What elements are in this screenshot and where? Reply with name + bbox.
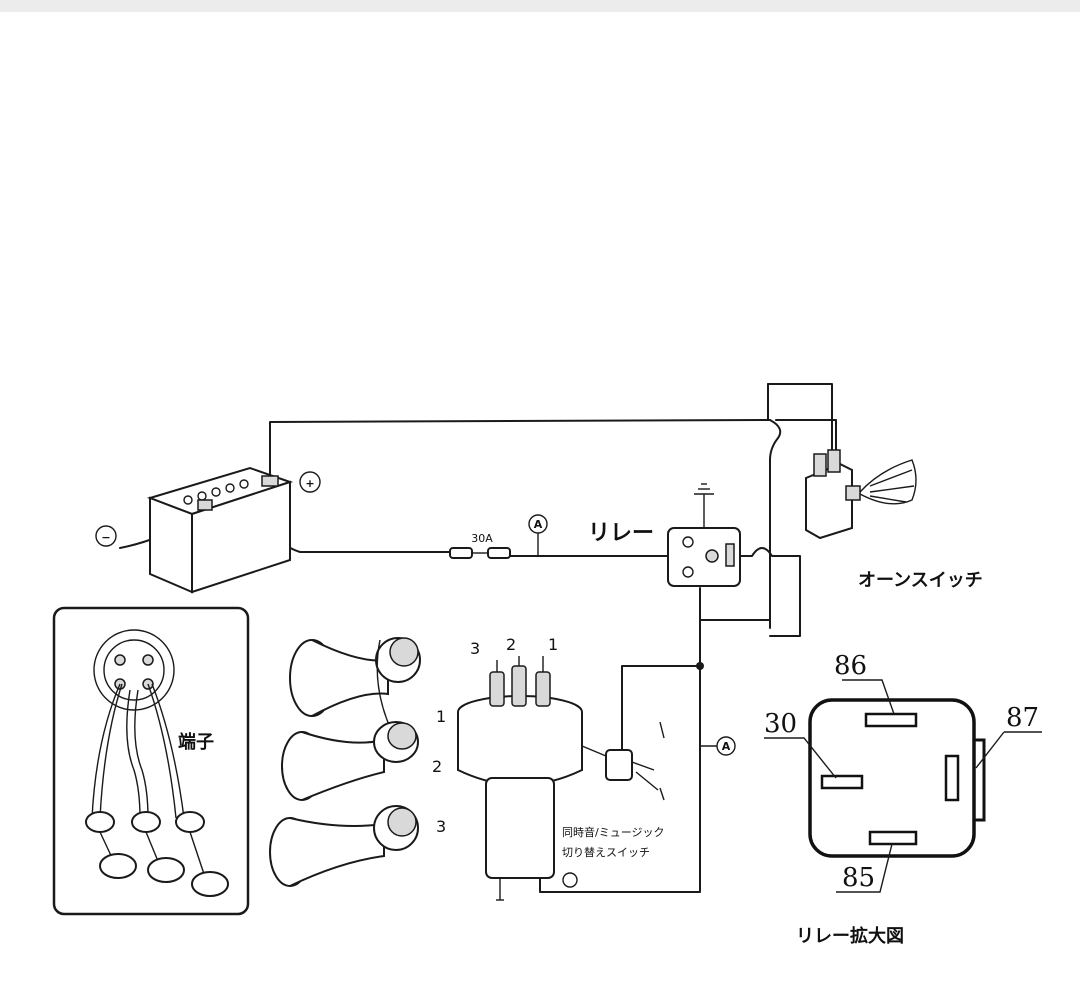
relay-pin-85-label: 85	[842, 863, 875, 893]
battery	[146, 466, 294, 594]
ammeter-icon-right: A	[700, 736, 736, 756]
selector-switch-label-1: 同時音/ミュージック	[562, 825, 665, 839]
svg-text:A: A	[534, 518, 543, 531]
air-compressor	[457, 656, 583, 901]
pin-30-blade	[820, 774, 864, 790]
wire-main-down	[539, 619, 701, 893]
selector-switch-label-2: 切り替えスイッチ	[562, 845, 650, 859]
wire-to-selector	[621, 665, 701, 751]
relay-unit	[667, 483, 741, 587]
horn-trumpet-2	[281, 721, 419, 801]
relay-pin-87-label: 87	[1006, 703, 1039, 733]
compressor-port-1: 1	[548, 635, 558, 654]
relay-pin-86-label: 86	[834, 651, 867, 681]
wire-switch-loop	[769, 419, 782, 629]
svg-text:A: A	[722, 740, 731, 753]
relay-pin-30-label: 30	[764, 709, 797, 739]
relay-enlarged-label: リレー拡大図	[796, 925, 904, 947]
selector-switch	[581, 721, 665, 801]
relay-label: リレー	[588, 521, 654, 546]
battery-minus-terminal-icon: −	[95, 525, 117, 547]
wire-switch-outer	[767, 383, 833, 456]
wire-relay-right	[739, 547, 801, 637]
wire-relay-bottom	[699, 587, 771, 621]
horn-number-3: 3	[436, 817, 446, 836]
horn-trumpet-3	[269, 805, 419, 887]
ammeter-icon-top: A	[528, 514, 548, 556]
fuse-30a: 30A	[449, 532, 511, 559]
horn-number-1: 1	[436, 707, 446, 726]
horn-switch-unit	[805, 449, 917, 540]
pin-85-blade	[868, 830, 918, 846]
compressor-port-3: 3	[470, 639, 480, 658]
horn-trumpet-1	[289, 637, 421, 741]
relay-enlarged-body	[764, 679, 1042, 893]
svg-text:−: −	[101, 531, 110, 544]
wire-battery-to-switch	[269, 419, 771, 479]
compressor-port-2: 2	[506, 635, 516, 654]
wire-switch-top	[775, 419, 837, 471]
top-bar	[0, 0, 1080, 12]
svg-text:+: +	[305, 477, 314, 490]
pin-86-blade	[864, 712, 918, 728]
horn-switch-label: オーンスイッチ	[858, 570, 983, 591]
wiring	[119, 383, 837, 893]
fuse-label: 30A	[471, 532, 493, 545]
terminal-inset	[52, 606, 250, 916]
horn-number-2: 2	[432, 757, 442, 776]
pin-87-blade	[944, 754, 960, 802]
wire-battery-to-fuse	[264, 489, 451, 553]
terminal-label: 端子	[178, 732, 214, 753]
battery-plus-terminal-icon: +	[299, 471, 321, 493]
